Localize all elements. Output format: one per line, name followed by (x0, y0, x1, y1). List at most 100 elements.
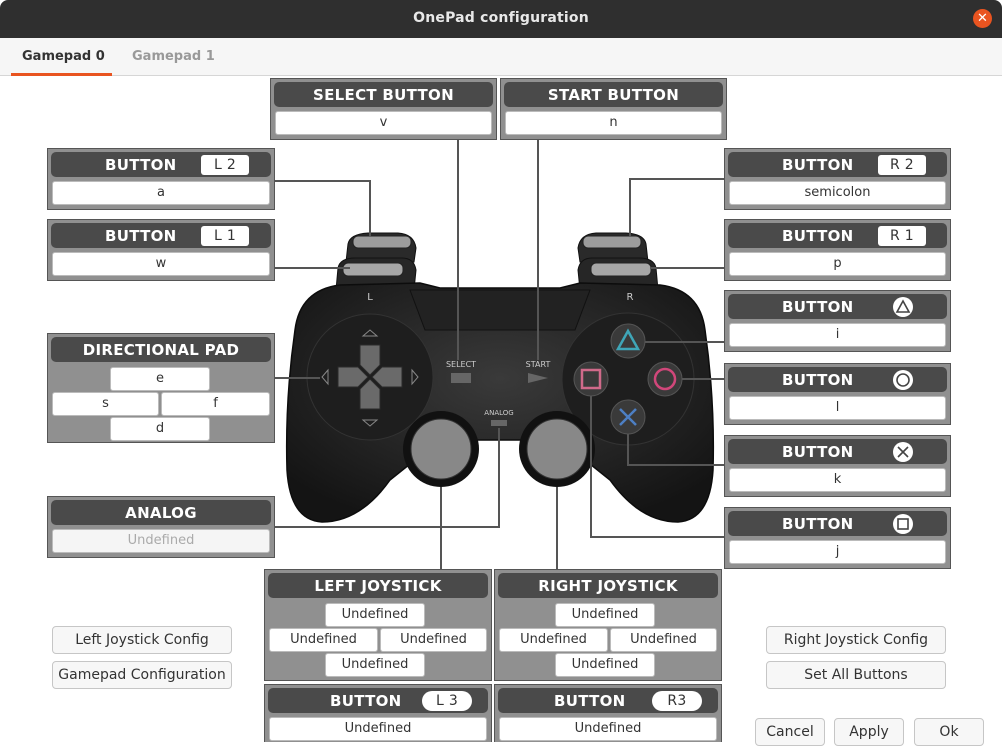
right-joystick-panel: RIGHT JOYSTICK Undefined Undefined Undef… (494, 569, 722, 681)
r1-field[interactable]: p (729, 252, 946, 276)
dpad-icon (337, 344, 403, 410)
dpad-right-field[interactable]: f (161, 392, 270, 416)
r3-badge: R3 (652, 691, 702, 711)
left-joystick-left-field[interactable]: Undefined (269, 628, 378, 652)
select-button-field[interactable]: v (275, 111, 492, 135)
left-joystick-up-field[interactable]: Undefined (325, 603, 425, 627)
directional-pad-panel: DIRECTIONAL PAD e s f d (47, 333, 275, 443)
start-button-panel: START BUTTON n (500, 78, 727, 140)
l-label: L (367, 292, 373, 303)
start-key (528, 373, 548, 383)
start-label: START (526, 360, 551, 369)
tab-gamepad-0[interactable]: Gamepad 0 (22, 49, 105, 64)
left-joystick-header: LEFT JOYSTICK (268, 573, 488, 598)
right-joystick-right-field[interactable]: Undefined (610, 628, 717, 652)
cross-icon (893, 442, 913, 462)
r1-button-panel: BUTTON R 1 p (724, 219, 951, 281)
left-joystick-down-field[interactable]: Undefined (325, 653, 425, 677)
square-button-icon (573, 361, 609, 397)
controller-body (285, 282, 715, 523)
l2-badge: L 2 (201, 155, 249, 175)
l3-button-panel: BUTTON L 3 Undefined (264, 684, 492, 742)
cross-header: BUTTON (728, 439, 947, 464)
right-joystick-left-field[interactable]: Undefined (499, 628, 608, 652)
left-joystick-right-field[interactable]: Undefined (380, 628, 487, 652)
l3-field[interactable]: Undefined (269, 717, 487, 741)
start-button-field[interactable]: n (505, 111, 722, 135)
tab-bar: Gamepad 0 Gamepad 1 (0, 38, 1002, 76)
analog-key (491, 420, 507, 426)
r1-header: BUTTON R 1 (728, 223, 947, 248)
r1-badge: R 1 (878, 226, 926, 246)
circle-button-icon (647, 361, 683, 397)
select-button-panel: SELECT BUTTON v (270, 78, 497, 140)
dpad-header: DIRECTIONAL PAD (51, 337, 271, 362)
start-button-header: START BUTTON (504, 82, 723, 107)
window-title: OnePad configuration (413, 10, 589, 26)
right-joystick-config-button[interactable]: Right Joystick Config (766, 626, 946, 654)
gamepad-configuration-button[interactable]: Gamepad Configuration (52, 661, 232, 689)
left-stick-icon (410, 418, 472, 480)
active-tab-indicator (11, 73, 112, 76)
close-button[interactable]: ✕ (973, 9, 992, 28)
r3-button-panel: BUTTON R3 Undefined (494, 684, 722, 742)
analog-header: ANALOG (51, 500, 271, 525)
triangle-icon (893, 297, 913, 317)
analog-panel: ANALOG Undefined (47, 496, 275, 558)
cross-field[interactable]: k (729, 468, 946, 492)
triangle-button-panel: BUTTON i (724, 290, 951, 352)
triangle-button-icon (610, 323, 646, 359)
circle-header: BUTTON (728, 367, 947, 392)
cross-button-panel: BUTTON k (724, 435, 951, 497)
cancel-button[interactable]: Cancel (755, 718, 825, 746)
l2-header: BUTTON L 2 (51, 152, 271, 177)
right-joystick-down-field[interactable]: Undefined (555, 653, 655, 677)
select-key (451, 373, 471, 383)
dpad-down-field[interactable]: d (110, 417, 210, 441)
l2-field[interactable]: a (52, 181, 270, 205)
right-joystick-header: RIGHT JOYSTICK (498, 573, 718, 598)
title-bar: OnePad configuration ✕ (0, 0, 1002, 38)
circle-field[interactable]: l (729, 396, 946, 420)
left-joystick-panel: LEFT JOYSTICK Undefined Undefined Undefi… (264, 569, 492, 681)
left-stick-ring (403, 411, 479, 487)
set-all-buttons-button[interactable]: Set All Buttons (766, 661, 946, 689)
circle-button-panel: BUTTON l (724, 363, 951, 425)
select-button-header: SELECT BUTTON (274, 82, 493, 107)
dpad-well (306, 313, 434, 441)
l3-header: BUTTON L 3 (268, 688, 488, 713)
square-field[interactable]: j (729, 540, 946, 564)
right-joystick-up-field[interactable]: Undefined (555, 603, 655, 627)
analog-field[interactable]: Undefined (52, 529, 270, 553)
triangle-header: BUTTON (728, 294, 947, 319)
r2-header: BUTTON R 2 (728, 152, 947, 177)
tab-gamepad-1[interactable]: Gamepad 1 (132, 49, 215, 64)
l1-field[interactable]: w (52, 252, 270, 276)
square-button-panel: BUTTON j (724, 507, 951, 569)
select-label: SELECT (446, 360, 476, 369)
cross-button-icon (610, 399, 646, 435)
right-stick-ring (519, 411, 595, 487)
l3-badge: L 3 (422, 691, 472, 711)
face-buttons-well (561, 312, 695, 446)
square-icon (893, 514, 913, 534)
l2-button-panel: BUTTON L 2 a (47, 148, 275, 210)
left-shoulder-buttons (335, 232, 417, 291)
dpad-up-field[interactable]: e (110, 367, 210, 391)
r3-field[interactable]: Undefined (499, 717, 717, 741)
analog-label: ANALOG (484, 409, 513, 417)
r2-badge: R 2 (878, 155, 926, 175)
r-label: R (627, 292, 634, 303)
triangle-field[interactable]: i (729, 323, 946, 347)
right-shoulder-buttons (577, 232, 659, 291)
square-header: BUTTON (728, 511, 947, 536)
right-stick-icon (526, 418, 588, 480)
circle-icon (893, 370, 913, 390)
dpad-left-field[interactable]: s (52, 392, 159, 416)
l1-header: BUTTON L 1 (51, 223, 271, 248)
close-icon: ✕ (977, 11, 988, 26)
l1-badge: L 1 (201, 226, 249, 246)
left-joystick-config-button[interactable]: Left Joystick Config (52, 626, 232, 654)
r2-field[interactable]: semicolon (729, 181, 946, 205)
connector-lines (275, 140, 724, 569)
